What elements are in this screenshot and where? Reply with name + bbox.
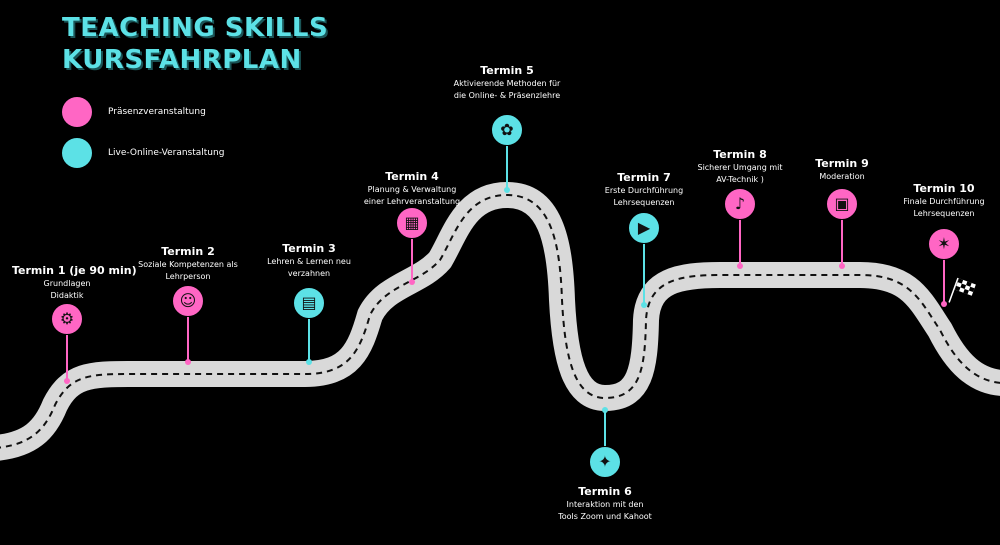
legend-dot-online xyxy=(62,138,92,168)
term-10-title: Termin 10 xyxy=(913,182,975,195)
connector-dot-6 xyxy=(602,407,608,413)
term-6-node[interactable]: ✦ xyxy=(589,446,621,478)
term-5-title: Termin 5 xyxy=(480,64,534,77)
term-3-title: Termin 3 xyxy=(282,242,336,255)
term-2-label: Termin 2 Soziale Kompetenzen als Lehrper… xyxy=(128,245,248,282)
term-6-label: Termin 6 Interaktion mit den Tools Zoom … xyxy=(545,485,665,522)
open-book-icon: ▤ xyxy=(301,293,317,312)
term-5-desc-line-1: Aktivierende Methoden für xyxy=(453,79,561,88)
term-4-label: Termin 4 Planung & Verwaltung einer Lehr… xyxy=(352,170,472,207)
term-10-label: Termin 10 Finale Durchführung Lehrsequen… xyxy=(894,182,994,219)
legend-label-presence: Präsenzveranstaltung xyxy=(108,107,206,117)
celebration-icon: ✶ xyxy=(937,234,951,253)
term-4-desc-line-2: einer Lehrveranstaltung xyxy=(363,197,461,206)
term-2-node[interactable]: ☺ xyxy=(172,285,204,317)
term-10-desc-line-2: Lehrsequenzen xyxy=(913,209,975,218)
calendar-icon: ▦ xyxy=(404,213,420,232)
term-6-desc-line-1: Interaktion mit den xyxy=(566,500,644,509)
term-3-label: Termin 3 Lehren & Lernen neu verzahnen xyxy=(254,242,364,279)
term-10-node[interactable]: ✶ xyxy=(928,228,960,260)
connector-dot-8 xyxy=(737,263,743,269)
term-1-desc-line-2: Didaktik xyxy=(50,291,84,300)
legend-item-online: Live-Online-Veranstaltung xyxy=(62,138,224,168)
term-3-desc-line-2: verzahnen xyxy=(287,269,331,278)
connector-dot-4 xyxy=(409,279,415,285)
term-4-node[interactable]: ▦ xyxy=(396,207,428,239)
term-7-title: Termin 7 xyxy=(617,171,671,184)
legend-dot-presence xyxy=(62,97,92,127)
term-1-node[interactable]: ⚙ xyxy=(51,303,83,335)
term-2-desc-line-1: Soziale Kompetenzen als xyxy=(138,260,238,269)
term-2-desc-line-2: Lehrperson xyxy=(165,272,211,281)
term-8-title: Termin 8 xyxy=(713,148,767,161)
term-8-label: Termin 8 Sicherer Umgang mit AV-Technik … xyxy=(685,148,795,185)
term-4-desc-line-1: Planung & Verwaltung xyxy=(367,185,457,194)
term-8-node[interactable]: ♪ xyxy=(724,188,756,220)
term-6-title: Termin 6 xyxy=(578,485,632,498)
page-title: Teaching Skills Kursfahrplan xyxy=(62,12,328,76)
term-2-title: Termin 2 xyxy=(161,245,215,258)
term-6-desc-line-2: Tools Zoom und Kahoot xyxy=(558,512,652,521)
people-hands-icon: ☺ xyxy=(179,291,197,310)
term-5-label: Termin 5 Aktivierende Methoden für die O… xyxy=(442,64,572,101)
term-4-title: Termin 4 xyxy=(385,170,439,183)
term-3-node[interactable]: ▤ xyxy=(293,287,325,319)
connector-dot-7 xyxy=(641,302,647,308)
legend-label-online: Live-Online-Veranstaltung xyxy=(108,148,225,158)
road-surface xyxy=(0,181,1000,461)
term-5-node[interactable]: ✿ xyxy=(491,114,523,146)
connector-dot-10 xyxy=(941,301,947,307)
term-9-label: Termin 9 Moderation xyxy=(797,157,887,182)
connector-dot-9 xyxy=(839,263,845,269)
network-icon: ⚙ xyxy=(59,309,75,328)
connector-dot-3 xyxy=(306,359,312,365)
term-7-node[interactable]: ▶ xyxy=(628,212,660,244)
term-8-desc-line-2: AV-Technik ) xyxy=(716,175,764,184)
term-9-desc-line-1: Moderation xyxy=(819,172,865,181)
legend-item-presence: Präsenzveranstaltung xyxy=(62,97,206,127)
term-10-desc-line-1: Finale Durchführung xyxy=(903,197,985,206)
connector-dot-1 xyxy=(64,378,70,384)
term-8-desc-line-1: Sicherer Umgang mit xyxy=(697,163,783,172)
term-1-desc-line-1: Grundlagen xyxy=(43,279,91,288)
video-camera-icon: ▶ xyxy=(637,218,651,237)
term-7-label: Termin 7 Erste Durchführung Lehrsequenze… xyxy=(589,171,699,208)
term-9-node[interactable]: ▣ xyxy=(826,188,858,220)
microphone-icon: ♪ xyxy=(734,194,746,213)
presentation-icon: ▣ xyxy=(834,194,850,213)
connector-dot-2 xyxy=(185,359,191,365)
road-center-line xyxy=(0,193,1000,449)
term-7-desc-line-1: Erste Durchführung xyxy=(604,186,684,195)
term-1-label: Termin 1 (je 90 min) Grundlagen Didaktik xyxy=(12,264,137,301)
checkered-flag-icon xyxy=(948,277,976,303)
term-9-title: Termin 9 xyxy=(815,157,869,170)
term-1-title: Termin 1 (je 90 min) xyxy=(12,264,137,277)
term-7-desc-line-2: Lehrsequenzen xyxy=(613,198,675,207)
title-line-1: Teaching Skills xyxy=(62,13,329,43)
interaction-icon: ✦ xyxy=(598,452,612,471)
term-3-desc-line-1: Lehren & Lernen neu xyxy=(267,257,351,266)
term-5-desc-line-2: die Online- & Präsenzlehre xyxy=(453,91,561,100)
title-line-2: Kursfahrplan xyxy=(62,45,302,75)
activity-icon: ✿ xyxy=(500,120,514,139)
connector-dot-5 xyxy=(504,187,510,193)
